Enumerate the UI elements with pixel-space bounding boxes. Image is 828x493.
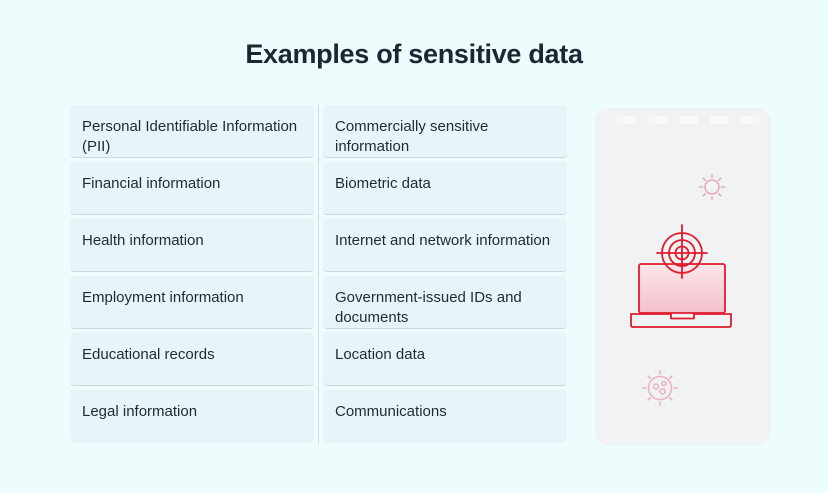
table-cell: Commercially sensitive information	[323, 105, 567, 158]
targeted-laptop-illustration	[617, 116, 760, 406]
table-cell: Educational records	[70, 333, 314, 386]
table-cell: Personal Identifiable Information (PII)	[70, 105, 314, 158]
table-cell: Legal information	[70, 390, 314, 443]
table-cell: Financial information	[70, 162, 314, 215]
table-cell: Biometric data	[323, 162, 567, 215]
laptop-icon	[630, 263, 732, 328]
table-cell: Internet and network information	[323, 219, 567, 272]
target-icon	[656, 224, 708, 279]
page-title: Examples of sensitive data	[245, 39, 583, 69]
dash-row-decoration	[617, 116, 760, 124]
column-divider	[318, 105, 319, 444]
virus-icon	[642, 370, 678, 406]
illustration-panel	[595, 108, 771, 445]
sun-virus-icon	[698, 173, 726, 201]
table-cell: Employment information	[70, 276, 314, 329]
table-cell: Health information	[70, 219, 314, 272]
sensitive-data-table: Personal Identifiable Information (PII) …	[70, 105, 567, 443]
table-cell: Communications	[323, 390, 567, 443]
table-cell: Government-issued IDs and documents	[323, 276, 567, 329]
table-cell: Location data	[323, 333, 567, 386]
